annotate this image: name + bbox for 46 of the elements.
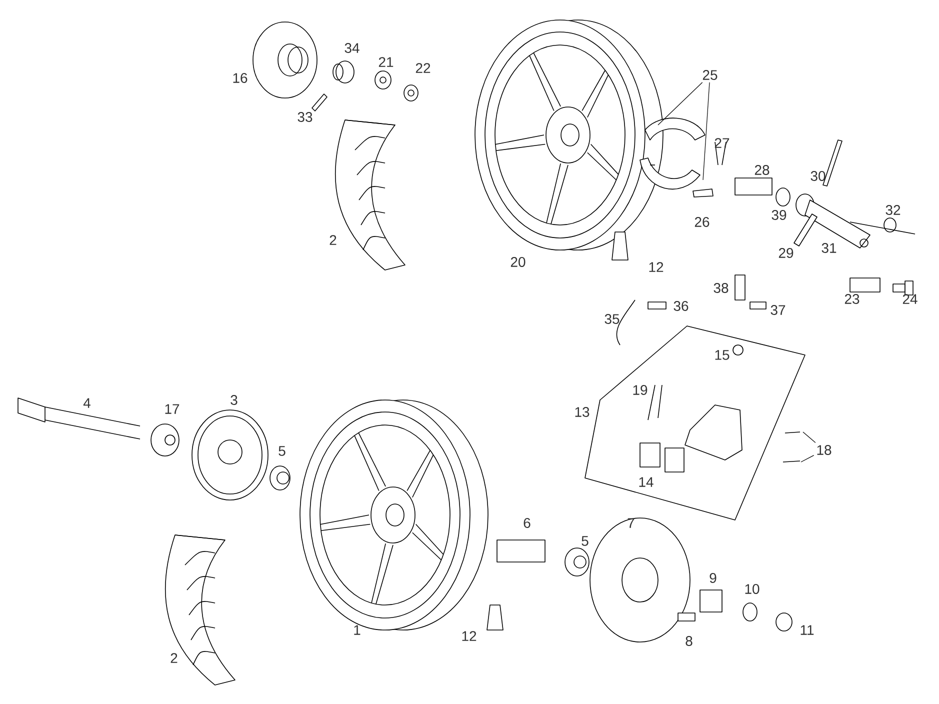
leader-line [800, 455, 814, 462]
callout-number: 29 [778, 248, 794, 258]
callout-number: 27 [714, 138, 730, 148]
callout-number: 5 [278, 446, 286, 456]
leader-line [702, 82, 710, 180]
callout-number: 32 [886, 205, 900, 215]
callout-number: 3 [230, 395, 238, 405]
leader-line [802, 432, 816, 443]
callout-number: 15 [715, 350, 730, 360]
callout-number: 26 [694, 217, 710, 227]
callout-number: 19 [633, 385, 648, 395]
callout-number: 34 [344, 43, 360, 53]
callout-number: 33 [298, 112, 312, 122]
callout-number: 20 [510, 257, 526, 267]
callout-number: 8 [686, 636, 692, 646]
callout-number: 22 [416, 63, 430, 73]
callout-number: 31 [822, 243, 836, 253]
callout-number: 21 [378, 57, 394, 67]
callout-number: 39 [772, 210, 786, 220]
callout-number: 4 [83, 398, 90, 408]
leader-line [658, 82, 703, 126]
callout-number: 23 [844, 294, 860, 304]
callout-number: 2 [330, 235, 336, 245]
callout-number: 24 [902, 294, 918, 304]
callout-number: 17 [165, 404, 180, 414]
callout-number: 9 [710, 573, 716, 583]
callout-number: 14 [639, 477, 654, 487]
callout-number: 5 [582, 536, 588, 546]
callout-number: 12 [462, 631, 476, 641]
callout-number: 28 [754, 165, 770, 175]
callout-number: 35 [604, 314, 620, 324]
callout-number: 13 [575, 407, 590, 417]
callout-number: 6 [524, 518, 530, 528]
callout-number: 1 [354, 625, 360, 635]
callout-number: 10 [745, 584, 760, 594]
callout-number: 12 [649, 262, 664, 272]
callout-number: 38 [714, 283, 728, 293]
callout-number: 37 [770, 305, 786, 315]
callout-number: 11 [800, 625, 814, 635]
callout-number: 7 [628, 518, 634, 528]
callout-number: 36 [674, 301, 688, 311]
callout-number: 18 [817, 445, 832, 455]
callout-number: 2 [170, 653, 178, 663]
callout-number: 16 [233, 73, 248, 83]
callout-number: 30 [810, 171, 826, 181]
callout-number: 25 [702, 70, 718, 80]
